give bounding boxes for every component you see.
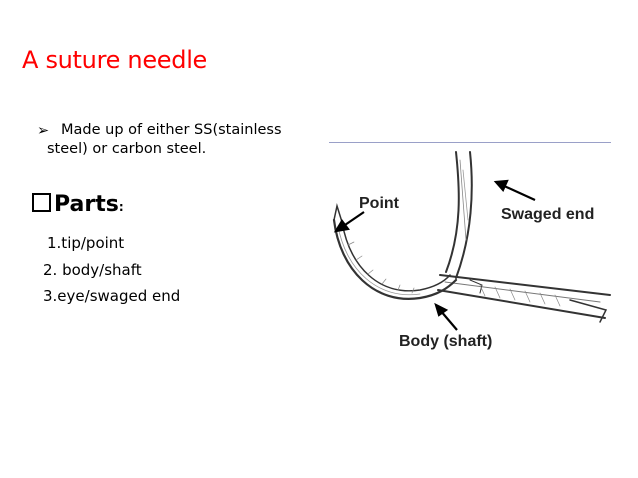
- label-body-shaft: Body (shaft): [399, 333, 492, 350]
- divider-line: [329, 142, 611, 143]
- checkbox-bullet-icon: [32, 193, 51, 212]
- arrow-bullet-icon: ➢: [37, 123, 50, 139]
- needle-holder-drawing: [437, 151, 611, 323]
- part-item-tip: 1.tip/point: [47, 234, 125, 252]
- slide-title: A suture needle: [22, 46, 208, 74]
- callout-arrows: [333, 179, 536, 331]
- label-point: Point: [359, 195, 400, 212]
- label-swaged-end: Swaged end: [501, 206, 594, 223]
- parts-heading: Parts:: [32, 192, 124, 217]
- parts-heading-colon: :: [118, 200, 124, 214]
- bullet-material-line2: steel) or carbon steel.: [47, 141, 207, 157]
- part-item-eye: 3.eye/swaged end: [43, 287, 181, 305]
- suture-needle-diagram: Point Swaged end Body (shaft): [332, 151, 611, 350]
- part-item-body: 2. body/shaft: [43, 261, 142, 279]
- needle-drawing: [332, 203, 458, 300]
- bullet-material: ➢ Made up of either SS(stainless steel) …: [37, 121, 307, 159]
- bullet-material-line1: Made up of either SS(stainless: [61, 122, 282, 138]
- parts-heading-label: Parts: [54, 192, 119, 217]
